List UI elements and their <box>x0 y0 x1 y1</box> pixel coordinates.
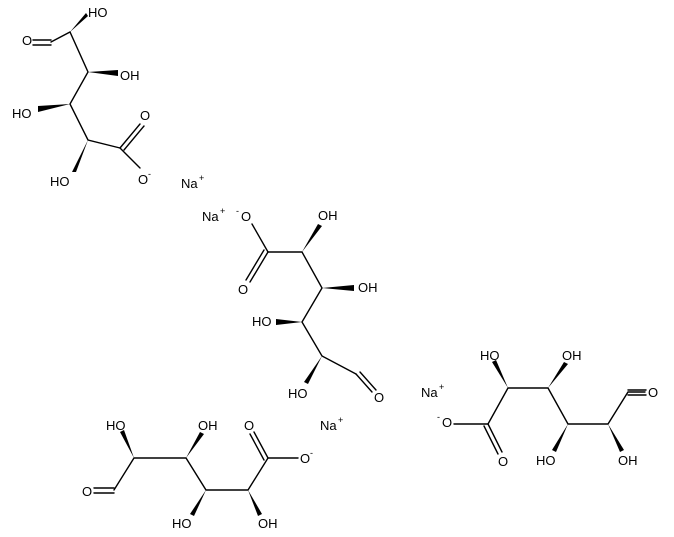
hydroxyl-label-2: OH <box>120 68 140 83</box>
hydroxyl-label-2: OH <box>198 418 218 433</box>
hydroxyl-label-3: HO <box>252 314 272 329</box>
stereo-wedge-1 <box>302 224 322 252</box>
carboxyl-oxygen-label: O <box>238 282 248 297</box>
carboxyl-oxygen-label: O <box>244 418 254 433</box>
aldehyde-oxygen-label: O <box>82 484 92 499</box>
stereo-wedge-4 <box>72 140 88 172</box>
hydroxyl-label-3: HO <box>172 516 192 531</box>
aldehyde-double-bond-a <box>355 373 373 393</box>
sodium-symbol: Na <box>181 176 198 191</box>
hydroxyl-label-4: HO <box>50 174 70 189</box>
carboxylate-single-bond <box>251 223 269 253</box>
molecule-glucuronate-2: - O O OH OH HO HO O <box>236 206 384 405</box>
stereo-wedge-3 <box>276 319 302 325</box>
hydroxyl-label-1: OH <box>318 208 338 223</box>
stereo-wedge-2 <box>186 432 204 458</box>
stereo-wedge-4 <box>248 490 262 516</box>
carboxyl-double-bond-b <box>249 433 265 461</box>
stereo-wedge-2 <box>322 285 354 291</box>
carboxylate-charge: - <box>148 169 151 179</box>
hydroxyl-label-2: OH <box>562 348 582 363</box>
carboxylate-oxygen-label: O <box>442 415 452 430</box>
sodium-charge: + <box>439 382 444 392</box>
stereo-wedge-4 <box>304 356 322 384</box>
stereo-wedge-4 <box>608 424 624 452</box>
carboxylate-charge: - <box>236 206 239 216</box>
stereo-wedge-1 <box>120 430 134 458</box>
molecule-glucuronate-3: - O O HO OH HO OH O <box>437 348 658 469</box>
stereo-wedge-3 <box>552 424 568 452</box>
aldehyde-oxygen-label: O <box>22 33 32 48</box>
hydroxyl-label-4: HO <box>288 386 308 401</box>
sodium-symbol: Na <box>320 418 337 433</box>
sodium-ion-3: Na + <box>421 382 444 400</box>
stereo-wedge-2 <box>88 70 118 76</box>
sodium-ion-1: Na + <box>181 173 204 191</box>
hydroxyl-label-3: HO <box>12 106 32 121</box>
carboxylate-charge: - <box>437 412 440 422</box>
carboxylate-oxygen-label: O <box>300 451 310 466</box>
stereo-wedge-3 <box>38 104 70 112</box>
carboxyl-double-bond-a <box>253 431 269 459</box>
hydroxyl-label-2: OH <box>358 280 378 295</box>
sodium-charge: + <box>220 206 225 216</box>
carboxyl-double-bond-b <box>123 125 145 151</box>
carboxylate-charge: - <box>310 448 313 458</box>
carboxyl-double-bond-b <box>245 249 265 281</box>
carboxyl-double-bond-b <box>483 425 499 455</box>
stereo-wedge-1 <box>492 360 508 388</box>
stereo-wedge-1 <box>70 13 88 32</box>
sodium-ion-2: Na + <box>202 206 225 224</box>
stereo-wedge-2 <box>548 362 568 388</box>
carbon-backbone <box>113 457 269 491</box>
carboxylate-oxygen-label: O <box>138 172 148 187</box>
carboxylate-single-bond <box>119 147 141 169</box>
sodium-symbol: Na <box>421 385 438 400</box>
carboxyl-oxygen-label: O <box>140 108 150 123</box>
aldehyde-oxygen-label: O <box>648 385 658 400</box>
carboxylate-oxygen-label: O <box>241 209 251 224</box>
hydroxyl-label-1: HO <box>88 5 108 20</box>
hydroxyl-label-1: HO <box>480 348 500 363</box>
sodium-charge: + <box>338 415 343 425</box>
molecule-glucuronate-4: O HO OH HO OH O O - <box>82 418 313 531</box>
aldehyde-oxygen-label: O <box>374 390 384 405</box>
sodium-symbol: Na <box>202 209 219 224</box>
sodium-ion-4: Na + <box>320 415 343 433</box>
hydroxyl-label-3: HO <box>536 453 556 468</box>
carbon-backbone <box>50 31 121 149</box>
carboxyl-oxygen-label: O <box>498 454 508 469</box>
hydroxyl-label-4: OH <box>618 453 638 468</box>
carboxyl-double-bond-a <box>487 423 503 453</box>
hydroxyl-label-1: HO <box>106 418 126 433</box>
carboxyl-double-bond-a <box>119 123 141 149</box>
carbon-backbone <box>487 387 646 425</box>
molecule-glucuronate-1: O HO OH HO HO O O - <box>12 5 151 189</box>
stereo-wedge-3 <box>190 490 206 516</box>
carbon-backbone <box>267 251 357 375</box>
aldehyde-double-bond-b <box>359 371 377 391</box>
hydroxyl-label-4: OH <box>258 516 278 531</box>
carboxyl-double-bond-a <box>249 251 269 283</box>
sodium-charge: + <box>199 173 204 183</box>
